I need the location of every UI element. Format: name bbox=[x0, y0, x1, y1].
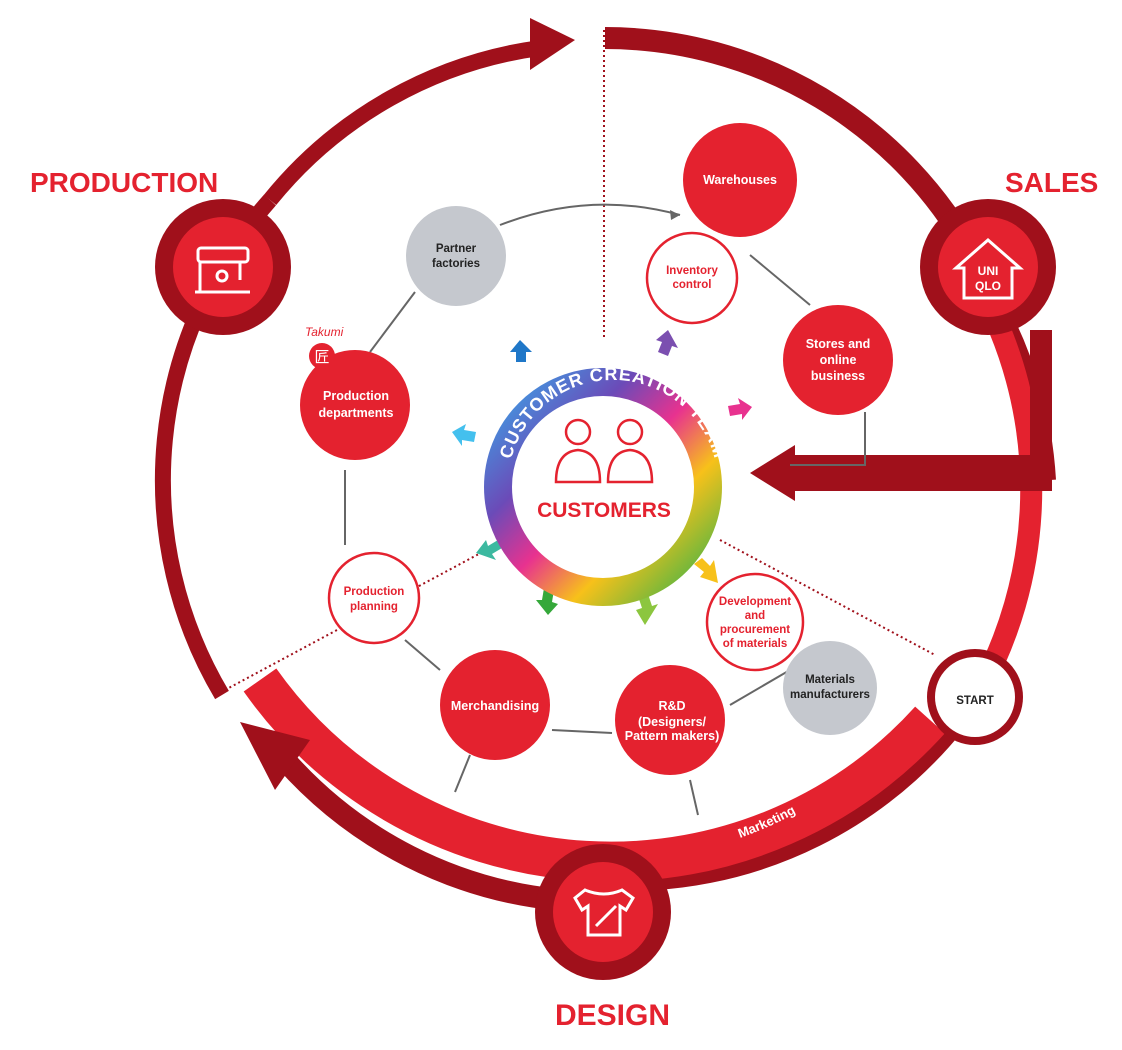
inventory-control-node: Inventory control bbox=[645, 231, 739, 325]
svg-text:Warehouses: Warehouses bbox=[703, 173, 777, 187]
svg-text:匠: 匠 bbox=[314, 348, 329, 366]
start-node: START bbox=[927, 649, 1023, 745]
development-procurement-node: Development and procurement of materials bbox=[705, 572, 805, 672]
svg-text:Materials: Materials bbox=[805, 674, 855, 686]
svg-text:planning: planning bbox=[350, 601, 398, 613]
svg-text:Pattern makers): Pattern makers) bbox=[625, 729, 720, 743]
svg-text:departments: departments bbox=[318, 406, 393, 420]
svg-text:online: online bbox=[820, 353, 857, 367]
svg-text:procurement: procurement bbox=[720, 624, 790, 636]
tshirt-design-icon bbox=[573, 888, 635, 937]
sewing-machine-icon bbox=[195, 246, 250, 294]
design-stage-label: DESIGN bbox=[555, 999, 670, 1032]
design-stage-icon bbox=[535, 844, 671, 980]
svg-text:QLO: QLO bbox=[975, 279, 1001, 293]
customers-icon bbox=[554, 418, 654, 484]
sales-stage-label: SALES bbox=[1005, 167, 1098, 198]
svg-text:Stores and: Stores and bbox=[806, 337, 871, 351]
production-planning-node: Production planning bbox=[327, 551, 421, 645]
svg-text:Inventory: Inventory bbox=[666, 265, 718, 277]
production-departments-node: Production departments bbox=[300, 350, 410, 460]
production-stage-icon bbox=[155, 199, 291, 335]
svg-text:and: and bbox=[745, 610, 765, 622]
svg-text:(Designers/: (Designers/ bbox=[638, 715, 707, 729]
svg-text:Development: Development bbox=[719, 596, 791, 608]
stores-online-node: Stores and online business bbox=[783, 305, 893, 415]
inner-cycle-arrows bbox=[344, 203, 866, 816]
svg-text:manufacturers: manufacturers bbox=[790, 689, 870, 701]
merchandising-node: Merchandising bbox=[440, 650, 550, 760]
customer-creation-team-ring: CUSTOMER CREATION TEAM CUSTOMERS bbox=[484, 364, 729, 606]
svg-text:control: control bbox=[673, 279, 712, 291]
svg-text:Merchandising: Merchandising bbox=[451, 699, 539, 713]
customers-label: CUSTOMERS bbox=[537, 499, 671, 522]
materials-manufacturers-node: Materials manufacturers bbox=[783, 641, 877, 735]
svg-text:factories: factories bbox=[432, 258, 480, 270]
outer-cycle-ring bbox=[154, 18, 1056, 911]
svg-text:business: business bbox=[811, 369, 865, 383]
svg-text:Production: Production bbox=[344, 586, 405, 598]
svg-text:Production: Production bbox=[323, 389, 389, 403]
partner-factories-node: Partner factories bbox=[406, 206, 506, 306]
production-stage-label: PRODUCTION bbox=[30, 167, 218, 198]
uniqlo-store-icon: UNI QLO bbox=[952, 238, 1024, 300]
warehouses-node: Warehouses bbox=[683, 123, 797, 237]
svg-text:of materials: of materials bbox=[723, 638, 788, 650]
takumi-badge: Takumi 匠 bbox=[305, 325, 344, 369]
svg-text:R&D: R&D bbox=[658, 699, 685, 713]
svg-text:Partner: Partner bbox=[436, 243, 477, 255]
sales-stage-icon: UNI QLO bbox=[920, 199, 1056, 335]
svg-text:Takumi: Takumi bbox=[305, 325, 344, 339]
rnd-node: R&D (Designers/ Pattern makers) bbox=[615, 665, 725, 775]
svg-text:START: START bbox=[956, 695, 993, 707]
svg-text:UNI: UNI bbox=[978, 264, 999, 278]
